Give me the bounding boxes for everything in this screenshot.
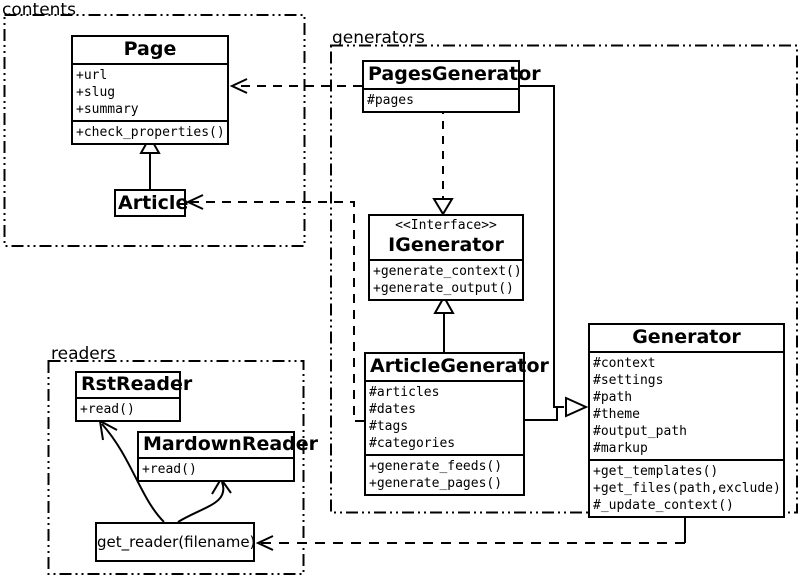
class-box-articlegenerator: ArticleGenerator #articles #dates #tags … (364, 352, 549, 496)
attribute: +slug (76, 85, 116, 100)
class-box-igenerator: <<Interface>> IGenerator +generate_conte… (368, 214, 524, 301)
class-box-generator: Generator #context #settings #path #them… (588, 323, 785, 518)
attribute: #context (593, 356, 656, 371)
readers-package-frame (47, 360, 305, 575)
dependency-arrow-pagesgenerator-to-page (229, 78, 362, 94)
method: #_update_context() (593, 498, 734, 513)
dependency-arrow-articlegenerator-to-article (185, 194, 364, 422)
class-methods-generator: +get_templates() +get_files(path,exclude… (590, 459, 783, 516)
function-label-get-reader: get_reader(filename) (97, 533, 256, 551)
class-title-mardownreader: MardownReader (143, 433, 319, 455)
class-methods-articlegenerator: +generate_feeds() +generate_pages() (366, 454, 523, 494)
inheritance-arrow-articlegenerator-to-igenerator (433, 294, 455, 352)
class-attributes-generator: #context #settings #path #theme #output_… (590, 351, 783, 459)
method: +check_properties() (76, 125, 225, 140)
attribute: #theme (593, 407, 640, 422)
method: +generate_output() (373, 281, 514, 296)
class-title-generator: Generator (632, 326, 741, 348)
class-methods-mardownreader: +read() (139, 457, 293, 480)
attribute: +url (76, 68, 108, 83)
attribute: #dates (369, 402, 416, 417)
class-methods-igenerator: +generate_context() +generate_output() (370, 259, 522, 299)
class-box-mardownreader: MardownReader +read() (137, 431, 319, 482)
class-title-rstreader: RstReader (81, 373, 193, 395)
class-methods-page: +check_properties() (73, 120, 227, 143)
class-attributes-page: +url +slug +summary (73, 63, 227, 120)
attribute: #tags (369, 419, 409, 434)
class-attributes-pagesgenerator: #pages (364, 88, 518, 111)
method: +generate_pages() (369, 476, 503, 491)
contents-package-label: contents (2, 0, 76, 20)
attribute: #pages (367, 93, 414, 108)
attribute: #categories (369, 436, 456, 451)
class-title-page: Page (123, 38, 177, 60)
inheritance-arrow-article-to-page (139, 134, 161, 190)
generators-package-label: generators (332, 28, 425, 48)
class-box-article: Article (114, 189, 189, 217)
attribute: #path (593, 390, 633, 405)
contents-package-frame (3, 14, 306, 247)
class-title-pagesgenerator: PagesGenerator (368, 63, 541, 85)
method: +read() (80, 402, 135, 417)
attribute: #settings (593, 373, 664, 388)
function-box-get-reader: get_reader(filename) (95, 522, 255, 562)
attribute: +summary (76, 102, 139, 117)
attribute: #output_path (593, 424, 687, 439)
class-box-pagesgenerator: PagesGenerator #pages (362, 60, 541, 113)
attribute: #articles (369, 385, 440, 400)
generators-package-frame (330, 44, 798, 514)
method: +get_files(path,exclude) (593, 481, 781, 496)
class-title-article: Article (118, 192, 189, 214)
inheritance-arrow-articlegenerator-to-generator (525, 396, 589, 421)
arrow-getreader-to-mardownreader (177, 477, 232, 523)
interface-stereotype: <<Interface>> (395, 218, 497, 233)
method: +get_templates() (593, 464, 719, 479)
method: +generate_feeds() (369, 459, 503, 474)
class-attributes-articlegenerator: #articles #dates #tags #categories (366, 380, 523, 454)
class-box-page: Page +url +slug +summary +check_properti… (71, 35, 229, 145)
class-title-igenerator: IGenerator (388, 234, 504, 256)
realization-arrow-pagesgenerator-to-igenerator (432, 106, 454, 216)
class-title-articlegenerator: ArticleGenerator (370, 355, 549, 377)
readers-package-label: readers (51, 344, 116, 364)
method: +read() (142, 462, 197, 477)
method: +generate_context() (373, 264, 522, 279)
class-box-rstreader: RstReader +read() (75, 371, 193, 422)
class-methods-rstreader: +read() (77, 397, 179, 420)
attribute: #markup (593, 441, 648, 456)
